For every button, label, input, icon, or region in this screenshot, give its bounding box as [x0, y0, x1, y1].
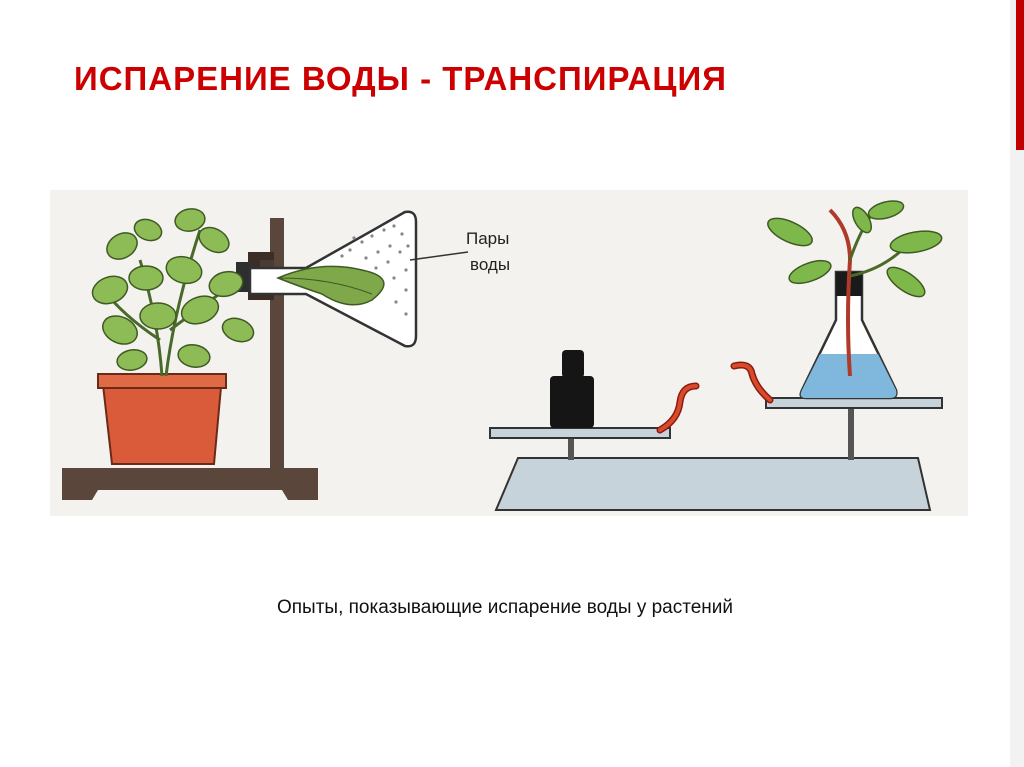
stand-base — [62, 468, 318, 500]
vapor-label-line1: Пары — [466, 229, 509, 248]
right-experiment — [489, 200, 943, 511]
scale-base — [494, 457, 932, 511]
cutting-branch — [849, 248, 904, 278]
label-pointer — [409, 251, 469, 261]
cutting-leaves — [767, 200, 943, 298]
scale-pan-right — [765, 397, 943, 409]
leaf-in-flask — [276, 265, 385, 306]
scale-pointer-left-fill — [658, 384, 698, 432]
illustration-svg: Пары воды — [50, 190, 968, 516]
scale-post-right — [848, 406, 854, 460]
left-experiment: Пары воды — [62, 208, 510, 500]
scale-post-left — [568, 434, 574, 460]
vapor-label-line2: воды — [470, 255, 510, 274]
flower-pot-rim — [97, 373, 227, 389]
figure-caption: Опыты, показывающие испарение воды у рас… — [276, 597, 734, 618]
experiment-illustration: Пары воды — [50, 190, 968, 516]
scale-pointer-right-fill — [732, 363, 772, 402]
balance-weight — [550, 376, 594, 428]
slide-title: ИСПАРЕНИЕ ВОДЫ - ТРАНСПИРАЦИЯ — [74, 60, 727, 97]
cutting-stem — [828, 208, 853, 377]
plant-leaves — [91, 208, 255, 371]
leaf-vein — [279, 277, 373, 295]
slide-accent-bar — [1016, 0, 1024, 150]
scale-pan-left — [489, 427, 671, 439]
slide-edge-bar — [1010, 0, 1024, 767]
flower-pot — [100, 375, 224, 465]
balance-weight-knob — [562, 350, 584, 378]
